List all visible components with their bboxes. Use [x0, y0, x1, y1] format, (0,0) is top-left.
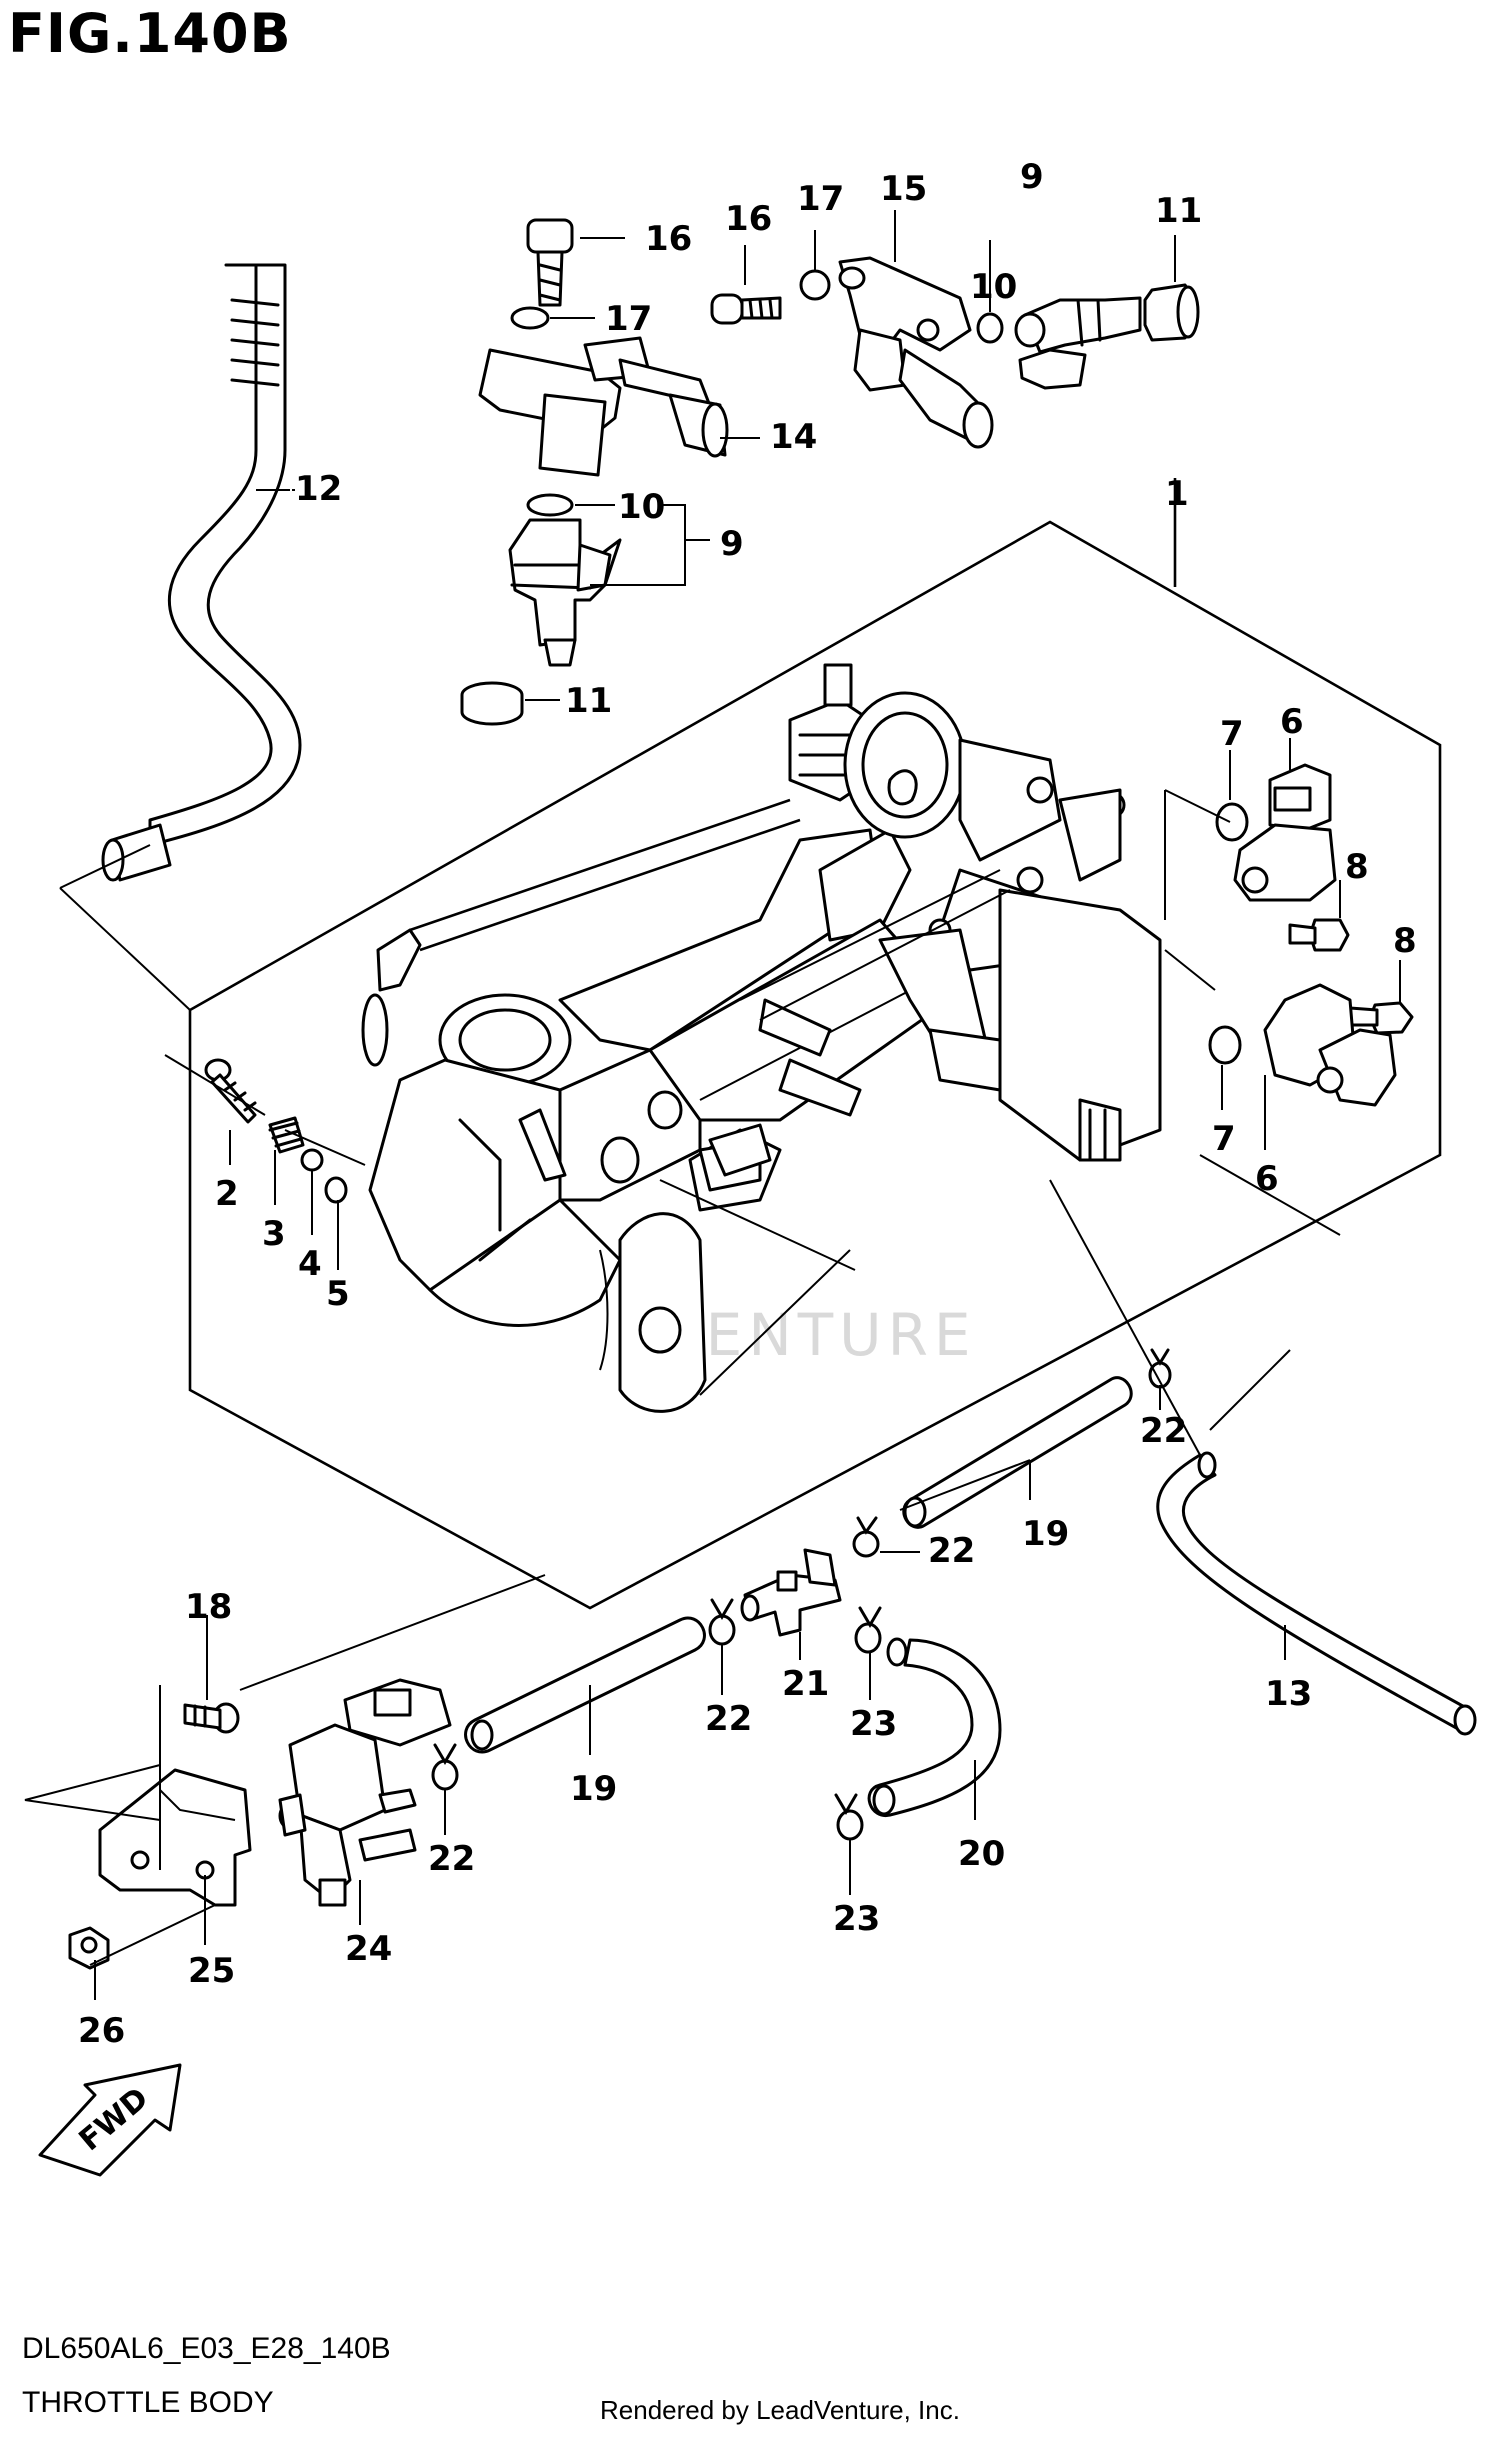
watermark-text: VENTURE [660, 1301, 977, 1369]
clamp-23-upper [854, 1606, 882, 1654]
oring-5 [324, 1176, 348, 1204]
callout-25: 25 [188, 1951, 235, 1991]
t-joint-21 [740, 1548, 842, 1637]
hose-19-left [464, 1616, 706, 1754]
callout-23-lower: 23 [833, 1899, 880, 1939]
cushion-11-right [1143, 283, 1200, 342]
callout-7-upper: 7 [1220, 714, 1244, 754]
callout-14: 14 [770, 417, 817, 457]
sensor-6-lower [1263, 983, 1397, 1107]
callout-9-right: 9 [1020, 157, 1044, 197]
callout-numbers: 1 2 3 4 5 6 6 7 7 8 8 9 9 10 10 11 11 12… [78, 157, 1417, 2051]
throttle-body-assembly [361, 663, 1162, 1413]
oring-10-left [526, 493, 574, 517]
callout-22-mid: 22 [928, 1531, 975, 1571]
clamp-23-lower [834, 1793, 864, 1841]
callout-16-right: 16 [725, 199, 772, 239]
callout-17-left: 17 [605, 299, 652, 339]
oring-17-right [799, 269, 831, 301]
callout-2: 2 [215, 1174, 239, 1214]
callout-21: 21 [782, 1664, 829, 1704]
callout-10-right: 10 [970, 267, 1017, 307]
callout-5: 5 [326, 1274, 350, 1314]
callout-6-lower: 6 [1255, 1159, 1279, 1199]
callout-23-upper: 23 [850, 1704, 897, 1744]
fuel-hose-12 [101, 263, 302, 882]
fuel-delivery-pipe-14 [478, 336, 729, 477]
callout-8-upper: 8 [1345, 847, 1369, 887]
callout-17-right: 17 [797, 179, 844, 219]
callout-22-upper: 22 [1140, 1411, 1187, 1451]
callout-11-right: 11 [1155, 191, 1202, 231]
callout-26: 26 [78, 2011, 125, 2051]
callout-15: 15 [880, 169, 927, 209]
callout-6-upper: 6 [1280, 702, 1304, 742]
spring-3 [268, 1116, 305, 1154]
forward-direction-arrow: FWD [38, 2063, 182, 2177]
clamp-22-mid [852, 1516, 880, 1558]
bolt-16-left [526, 218, 574, 307]
callout-1: 1 [1165, 474, 1189, 514]
screw-8-lower [1348, 1001, 1414, 1035]
hose-13 [1156, 1451, 1477, 1736]
callout-20: 20 [958, 1834, 1005, 1874]
figure-title: FIG.140B [8, 2, 292, 65]
leader-lines [24, 210, 1401, 2000]
bolt-16-right [710, 293, 782, 325]
sensor-6-upper [1233, 763, 1337, 902]
callout-8-lower: 8 [1393, 921, 1417, 961]
callout-12: 12 [295, 469, 342, 509]
diagram-name: THROTTLE BODY [22, 2386, 274, 2419]
callout-22-center: 22 [705, 1699, 752, 1739]
callout-18: 18 [185, 1587, 232, 1627]
callout-10-left: 10 [618, 487, 665, 527]
clamp-22-upper [1148, 1348, 1172, 1389]
bracket-25 [98, 1768, 252, 1907]
render-credit: Rendered by LeadVenture, Inc. [600, 2395, 960, 2425]
diagram-code: DL650AL6_E03_E28_140B [22, 2332, 391, 2365]
nut-26 [68, 1926, 110, 1970]
screw-8-upper [1288, 918, 1350, 952]
hose-19-right [902, 1376, 1133, 1529]
clamp-22-center [708, 1598, 736, 1646]
oring-7-lower [1208, 1025, 1242, 1065]
callout-19-left: 19 [570, 1769, 617, 1809]
callout-13: 13 [1265, 1674, 1312, 1714]
oring-7-upper [1215, 802, 1249, 842]
injector-9-right [1014, 296, 1142, 390]
callout-11-left: 11 [565, 681, 612, 721]
callout-16-left: 16 [645, 219, 692, 259]
hose-20 [867, 1637, 1002, 1817]
fuel-delivery-pipe-15 [838, 256, 994, 449]
washer-4 [300, 1148, 324, 1172]
oring-17-left [510, 306, 550, 330]
callout-22-left: 22 [428, 1839, 475, 1879]
callout-4: 4 [298, 1244, 322, 1284]
callout-7-lower: 7 [1212, 1119, 1236, 1159]
callout-19-right: 19 [1022, 1514, 1069, 1554]
callout-9-left: 9 [720, 524, 744, 564]
assembly-outline [188, 478, 1442, 1610]
oring-10-right [976, 312, 1004, 344]
injector-9-left [508, 518, 622, 667]
callout-3: 3 [262, 1214, 286, 1254]
screw-2 [204, 1058, 257, 1124]
callout-24: 24 [345, 1929, 392, 1969]
screw-18 [183, 1702, 240, 1734]
solenoid-valve-24 [278, 1678, 452, 1907]
cushion-11-left [460, 681, 524, 726]
clamp-22-left [431, 1743, 459, 1791]
